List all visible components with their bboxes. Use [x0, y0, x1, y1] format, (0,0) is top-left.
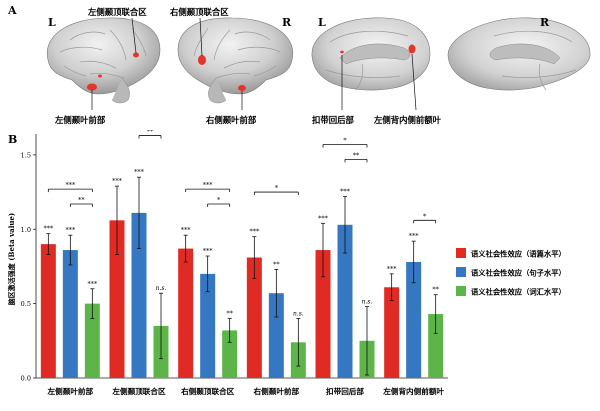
hemi-label-3: L: [318, 16, 326, 29]
bar: [222, 330, 238, 378]
comparison-label: ***: [65, 181, 76, 189]
panel-b-letter: B: [8, 133, 17, 146]
significance-star: ***: [87, 280, 98, 288]
category-label: 左侧背内侧前额叶: [382, 386, 444, 396]
significance-star: **: [432, 286, 439, 294]
significance-star: ***: [65, 226, 76, 234]
significance-star: ***: [409, 232, 420, 240]
brain-left-medial: [311, 17, 431, 91]
bar: [315, 250, 331, 378]
bar: [109, 220, 125, 378]
significance-star: ***: [112, 177, 123, 185]
legend-swatch: [456, 248, 466, 258]
significance-star: ***: [249, 228, 260, 236]
significance-star: ***: [181, 226, 192, 234]
activation-dmpfc: [408, 44, 416, 54]
significance-star: n.s.: [293, 311, 304, 318]
comparison-label: ***: [203, 181, 214, 189]
bar: [246, 257, 262, 378]
activation-right-atl: [238, 85, 246, 91]
label-left-atl: 左侧颞叶前部: [54, 115, 106, 125]
bar: [337, 224, 353, 378]
leader-ltp: [131, 17, 137, 54]
bar: [178, 248, 194, 378]
label-right-atl: 右侧颞叶前部: [205, 115, 257, 125]
comparison-label: *: [343, 136, 347, 144]
brain-right-medial: [447, 17, 591, 91]
comparison-label: *: [423, 212, 427, 220]
category-label: 左侧颞叶前部: [47, 386, 94, 396]
bar: [62, 250, 78, 378]
significance-star: ***: [203, 247, 214, 255]
activation-left-atl: [87, 83, 97, 91]
bar: [200, 273, 216, 378]
legend-swatch: [456, 286, 466, 296]
hemi-label-4: R: [540, 16, 550, 29]
legend-label: 语义社会性效应（词汇水平）: [471, 288, 566, 297]
leader-rtp: [199, 17, 203, 57]
significance-star: ***: [134, 168, 145, 176]
comparison-label: *: [217, 196, 221, 204]
significance-star: ***: [43, 225, 54, 233]
comparison-label: **: [353, 151, 360, 159]
label-pcc: 扣带回后部: [312, 115, 354, 125]
bar: [406, 261, 422, 378]
category-label: 扣带回后部: [326, 386, 364, 396]
y-tick-label: 0.0: [21, 375, 31, 383]
label-right-tpj: 右侧颞顶联合区: [169, 7, 229, 17]
y-tick-label: 0.5: [21, 300, 31, 308]
activation-left-tpj: [133, 52, 139, 58]
hemi-label-2: R: [282, 16, 292, 29]
panel-a-letter: A: [7, 4, 17, 17]
significance-star: n.s.: [362, 299, 373, 306]
significance-star: ***: [340, 188, 351, 196]
category-label: 左侧颞顶联合区: [111, 386, 166, 396]
brain-right-lateral: [177, 17, 294, 104]
significance-star: **: [226, 310, 233, 318]
bar: [84, 303, 100, 378]
legend-label: 语义社会性效应（语篇水平）: [471, 250, 566, 259]
activation-right-tpj: [198, 55, 206, 65]
leader-dmpfc: [411, 53, 417, 111]
legend-label: 语义社会性效应（句子水平）: [471, 269, 566, 278]
comparison-label: *: [275, 184, 279, 192]
significance-star: ***: [318, 214, 329, 222]
significance-star: n.s.: [156, 285, 167, 292]
comparison-label: **: [147, 130, 154, 136]
bar: [131, 212, 147, 378]
activation-pcc: [340, 50, 344, 54]
legend-swatch: [456, 267, 466, 277]
category-label: 右侧颞顶联合区: [181, 386, 235, 396]
bar: [268, 293, 284, 378]
panel-a-brain-maps: A L 左侧颞顶联合区 左侧颞叶前部 R 右侧颞顶联合区 右侧颞叶前部 L 扣带…: [7, 4, 591, 125]
hemi-label-1: L: [48, 16, 56, 29]
bar: [384, 287, 400, 378]
bar: [40, 244, 56, 378]
label-dmpfc: 左侧背内侧前额叶: [373, 115, 442, 125]
category-label: 右侧颞叶前部: [254, 386, 300, 396]
y-tick-label: 1.5: [21, 151, 31, 159]
activation-left-minor: [98, 74, 102, 78]
brain-left-lateral: [46, 17, 161, 104]
bar: [428, 314, 444, 378]
label-left-tpj: 左侧颞顶联合区: [87, 7, 147, 17]
y-axis-label: 脑区激活强度 (Beta value): [7, 213, 16, 305]
comparison-label: **: [78, 196, 85, 204]
significance-star: ***: [387, 265, 398, 273]
significance-star: **: [273, 260, 280, 268]
y-tick-label: 1.0: [21, 226, 31, 234]
